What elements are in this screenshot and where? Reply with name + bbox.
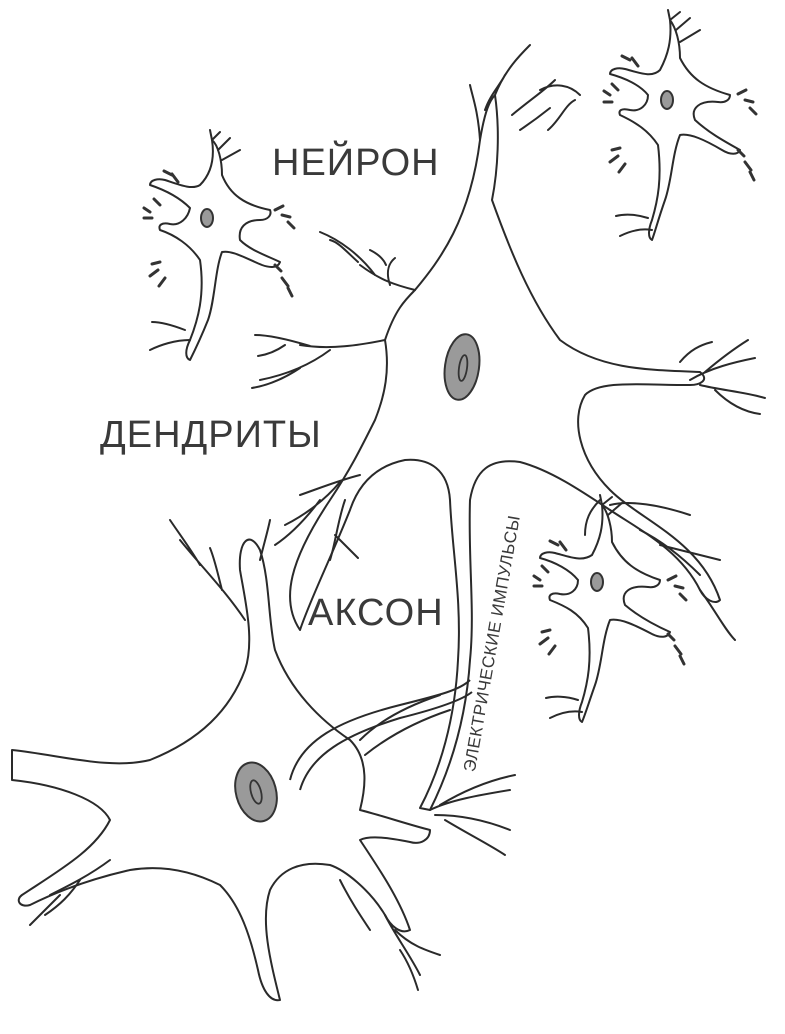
- small-neuron-tr-body: [610, 20, 740, 240]
- central-dendrite-left-upper: [320, 232, 415, 290]
- neuron-label: НЕЙРОН: [272, 142, 440, 185]
- small-neuron-r-nucleus: [591, 573, 603, 591]
- central-dendrite-left-middle: [252, 335, 385, 388]
- small-neuron-top-right: [604, 10, 756, 240]
- small-neuron-tl-nucleus: [201, 209, 213, 227]
- axon-label: АКСОН: [308, 592, 444, 635]
- dendrites-label: ДЕНДРИТЫ: [100, 414, 322, 457]
- small-neuron-tr-nucleus: [661, 91, 673, 109]
- axon-terminal-right: [430, 775, 515, 855]
